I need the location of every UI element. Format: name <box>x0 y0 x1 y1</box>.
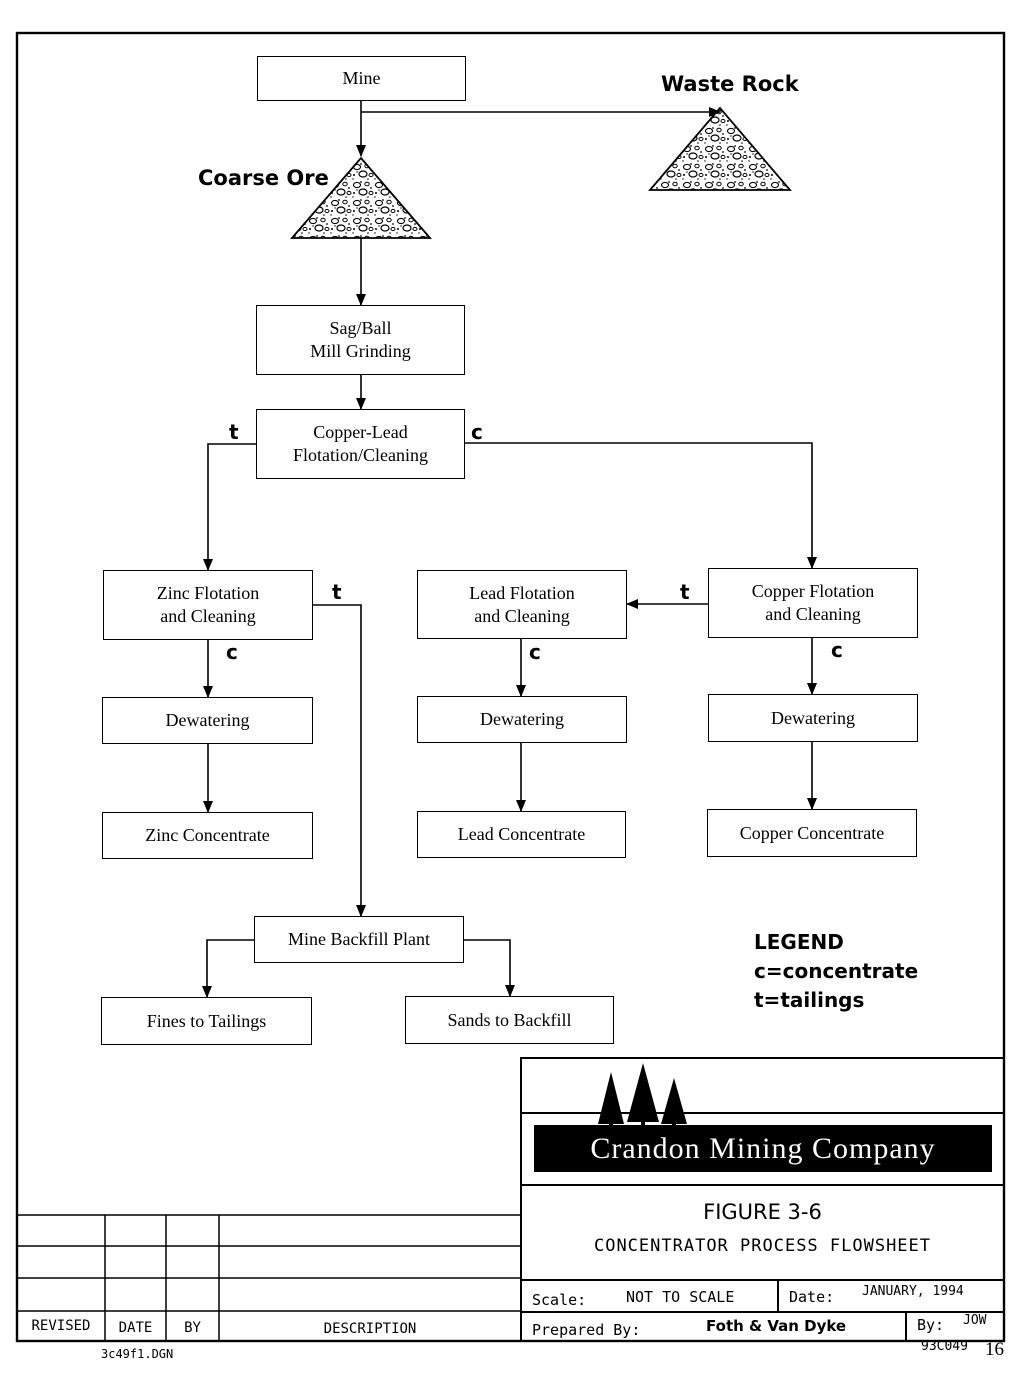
legend-item-concentrate: c=concentrate <box>754 959 919 983</box>
fines-to-tailings-box: Fines to Tailings <box>101 997 312 1045</box>
description-header: DESCRIPTION <box>323 1321 417 1337</box>
edge-label-tailings: t <box>229 420 239 444</box>
title-block-lines <box>520 1057 1005 1342</box>
revised-header: REVISED <box>31 1318 91 1334</box>
page-number: 16 <box>985 1339 1004 1360</box>
copper-lead-flotation-box: Copper-Lead Flotation/Cleaning <box>256 409 465 479</box>
edge-label-tailings: t <box>332 580 342 604</box>
date-label: Date: <box>789 1288 835 1306</box>
drawn-by-label: By: <box>917 1316 945 1334</box>
legend-title: LEGEND <box>754 930 844 954</box>
file-name: 3c49f1.DGN <box>101 1347 174 1361</box>
prepared-by-label: Prepared By: <box>532 1321 641 1339</box>
figure-number: FIGURE 3-6 <box>703 1200 822 1224</box>
legend-item-tailings: t=tailings <box>754 988 865 1012</box>
flow-connectors <box>202 101 817 998</box>
edge-label-concentrate: c <box>529 640 541 664</box>
copper-dewatering-box: Dewatering <box>708 694 918 742</box>
zinc-concentrate-box: Zinc Concentrate <box>102 812 313 859</box>
coarse-ore-label: Coarse Ore <box>198 166 329 190</box>
revision-table-lines <box>17 1214 521 1341</box>
mine-box: Mine <box>257 56 466 101</box>
lead-flotation-box: Lead Flotation and Cleaning <box>417 570 627 639</box>
waste-rock-label: Waste Rock <box>661 72 799 96</box>
legend: LEGEND c=concentrate t=tailings <box>754 928 918 1015</box>
company-name: Crandon Mining Company <box>590 1131 936 1165</box>
company-banner <box>534 1125 992 1172</box>
grinding-box: Sag/Ball Mill Grinding <box>256 305 465 375</box>
trees-logo-icon <box>598 1063 687 1126</box>
sands-to-backfill-box: Sands to Backfill <box>405 996 614 1044</box>
waste-rock-pile-icon <box>648 106 792 191</box>
edge-label-concentrate: c <box>831 638 843 662</box>
copper-concentrate-box: Copper Concentrate <box>707 809 917 857</box>
edge-label-tailings: t <box>680 580 690 604</box>
edge-label-concentrate: c <box>471 420 483 444</box>
scale-label: Scale: <box>532 1291 587 1309</box>
zinc-dewatering-box: Dewatering <box>102 697 313 744</box>
scale-value: NOT TO SCALE <box>626 1288 735 1306</box>
lead-dewatering-box: Dewatering <box>417 696 627 743</box>
zinc-flotation-box: Zinc Flotation and Cleaning <box>103 570 313 640</box>
prepared-by-value: Foth & Van Dyke <box>706 1317 847 1335</box>
drawn-by-value: JOW <box>963 1313 987 1328</box>
by-header: BY <box>184 1320 201 1336</box>
sheet-border <box>15 31 1006 1343</box>
date-value: JANUARY, 1994 <box>862 1284 964 1299</box>
mine-backfill-plant-box: Mine Backfill Plant <box>254 916 464 963</box>
copper-flotation-box: Copper Flotation and Cleaning <box>708 568 918 638</box>
date-header: DATE <box>118 1320 153 1336</box>
drawing-number: 93C049 <box>921 1339 968 1354</box>
lead-concentrate-box: Lead Concentrate <box>417 811 626 858</box>
figure-title: CONCENTRATOR PROCESS FLOWSHEET <box>593 1236 932 1256</box>
edge-label-concentrate: c <box>226 640 238 664</box>
